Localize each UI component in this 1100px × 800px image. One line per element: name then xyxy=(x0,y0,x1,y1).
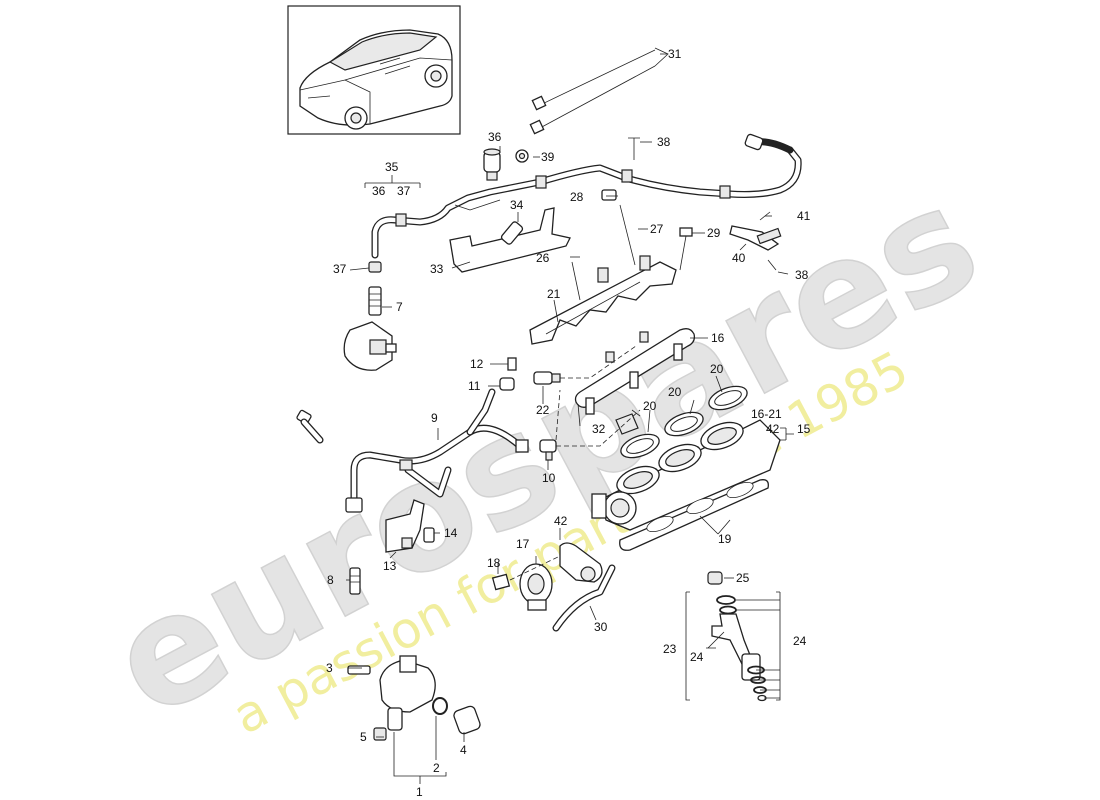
sensors xyxy=(499,357,561,461)
item-16-fuel-rail xyxy=(574,328,696,415)
top-hose xyxy=(368,133,802,273)
callout-42: 42 xyxy=(554,514,568,528)
callout-7: 7 xyxy=(396,300,403,314)
callout-31: 31 xyxy=(668,47,682,61)
callout-25: 25 xyxy=(736,571,750,585)
callout-26: 26 xyxy=(536,251,550,265)
callout-32: 32 xyxy=(592,422,606,436)
callout-22: 22 xyxy=(536,403,550,417)
callout-1: 1 xyxy=(416,785,423,799)
callout-27: 27 xyxy=(650,222,664,236)
callout-28: 28 xyxy=(570,190,584,204)
callout-39: 39 xyxy=(541,150,555,164)
callout-20: 20 xyxy=(643,399,657,413)
callout-9: 9 xyxy=(431,411,438,425)
callout-29: 29 xyxy=(707,226,721,240)
callout-20: 20 xyxy=(710,362,724,376)
callout-41: 41 xyxy=(797,209,811,223)
callout-37: 37 xyxy=(333,262,347,276)
callout-21: 21 xyxy=(547,287,561,301)
item-7-pump xyxy=(343,286,397,371)
callout-19: 19 xyxy=(718,532,732,546)
item-33-bracket xyxy=(449,199,571,273)
callout-15: 15 xyxy=(797,422,811,436)
callout-40: 40 xyxy=(732,251,746,265)
callout-11: 11 xyxy=(468,379,481,393)
callout-38: 38 xyxy=(657,135,671,149)
callout-36: 36 xyxy=(372,184,386,198)
callout-35: 35 xyxy=(385,160,399,174)
callout-2: 2 xyxy=(433,761,440,775)
item-19-gasket xyxy=(619,479,769,551)
callout-12: 12 xyxy=(470,357,484,371)
callout-24: 24 xyxy=(690,650,704,664)
callout-30: 30 xyxy=(594,620,608,634)
callout-13: 13 xyxy=(383,559,397,573)
item-20-gaskets xyxy=(615,385,748,459)
callout-38: 38 xyxy=(795,268,809,282)
intake-manifold xyxy=(591,419,781,531)
callout-4: 4 xyxy=(460,743,467,757)
item-1-hp-pump xyxy=(347,567,481,741)
callout-16: 16 xyxy=(711,331,725,345)
item-17-sensor-group xyxy=(491,542,616,632)
callout-17: 17 xyxy=(516,537,530,551)
callout-3: 3 xyxy=(326,661,333,675)
item-21-rail-bracket xyxy=(529,255,677,345)
callout-16-21: 16-21 xyxy=(751,407,782,421)
item-23-injector xyxy=(707,571,767,702)
item-9-fuel-line xyxy=(296,388,529,513)
item-13-bracket xyxy=(385,499,435,553)
callout-36: 36 xyxy=(488,130,502,144)
callout-20: 20 xyxy=(668,385,682,399)
leader-lines xyxy=(346,53,794,784)
vehicle-thumbnail xyxy=(287,5,461,135)
item-31-cable-ties xyxy=(529,47,669,135)
callout-labels: 31 36 39 38 35 36 37 28 34 27 29 41 40 3… xyxy=(326,47,811,799)
callout-37: 37 xyxy=(397,184,411,198)
callout-24: 24 xyxy=(793,634,807,648)
callout-33: 33 xyxy=(430,262,444,276)
callout-42: 42 xyxy=(766,422,780,436)
callout-8: 8 xyxy=(327,573,334,587)
callout-5: 5 xyxy=(360,730,367,744)
callout-18: 18 xyxy=(487,556,501,570)
callout-34: 34 xyxy=(510,198,524,212)
callout-10: 10 xyxy=(542,471,556,485)
callout-23: 23 xyxy=(663,642,677,656)
callout-14: 14 xyxy=(444,526,458,540)
